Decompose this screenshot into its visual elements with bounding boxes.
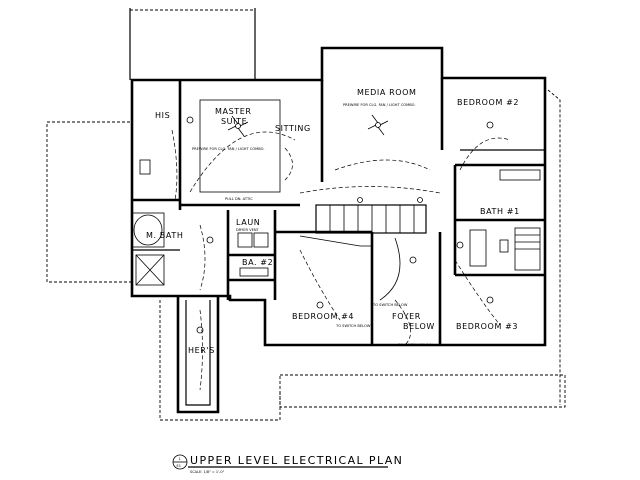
room-label-his: HIS xyxy=(155,111,170,120)
room-label-ba2: BA. #2 xyxy=(242,258,273,267)
note-dryer-vent: DRYER VENT xyxy=(236,228,260,232)
fixtures xyxy=(131,99,541,286)
hers-wing-wall xyxy=(176,296,220,414)
vanity-bath1-icon xyxy=(499,169,541,181)
sheet-number: 1 xyxy=(179,457,181,461)
wire-master-sitting xyxy=(284,147,293,181)
room-label-bedroom2: BEDROOM #2 xyxy=(457,98,519,107)
wiring-runs xyxy=(171,129,511,391)
room-label-sitting: SITTING xyxy=(275,124,311,133)
light-marker xyxy=(409,256,417,264)
vanity-ba2-icon xyxy=(239,267,269,277)
wall-laun xyxy=(226,210,277,300)
toilet-his-icon xyxy=(139,159,151,175)
wall-bath1 xyxy=(453,163,545,275)
note-switch-below-3: TO SWITCH BELOW xyxy=(372,303,408,307)
washer-icon xyxy=(237,232,253,248)
garage-roof-outline xyxy=(159,300,281,421)
room-label-bedroom3: BEDROOM #3 xyxy=(456,322,518,331)
title-block: 1 E1 UPPER LEVEL ELECTRICAL PLAN SCALE: … xyxy=(172,454,403,474)
wire-bedroom3 xyxy=(454,259,501,326)
stair-landing-box xyxy=(129,8,256,80)
tub-surround xyxy=(131,212,165,248)
toilet-bath1-icon xyxy=(499,239,509,253)
stair-rail xyxy=(299,235,372,247)
wire-hers xyxy=(199,309,203,391)
light-marker xyxy=(206,236,214,244)
bathtub-icon xyxy=(133,214,163,246)
exterior-walls xyxy=(129,8,547,414)
light-marker xyxy=(456,241,464,249)
wire-laun xyxy=(199,224,206,291)
note-attic: PULL DN. ATTIC xyxy=(225,197,253,201)
roof-outline-top xyxy=(129,9,256,81)
wire-bedroom2 xyxy=(459,137,511,171)
plan-notes: PREWIRE FOR CLG. FAN / LIGHT COMBO. PREW… xyxy=(192,103,433,347)
light-marker xyxy=(316,301,324,309)
sheet-id: E1 xyxy=(177,464,181,468)
light-marker xyxy=(486,296,494,304)
ceiling-fan-master-icon xyxy=(227,115,249,137)
note-switch-below-2: TO SWITCH BELOW xyxy=(397,343,433,347)
room-label-bath1: BATH #1 xyxy=(480,207,520,216)
shower-x xyxy=(135,254,165,286)
note-master-prewire: PREWIRE FOR CLG. FAN / LIGHT COMBO. xyxy=(192,147,265,151)
room-label-bedroom4: BEDROOM #4 xyxy=(292,312,354,321)
tub-bath1-icon xyxy=(469,229,487,267)
light-marker xyxy=(186,116,194,124)
wire-bedroom4 xyxy=(299,249,341,321)
scale-note: SCALE: 1/8" = 1'-0" xyxy=(190,470,225,474)
room-label-media: MEDIA ROOM xyxy=(357,88,417,97)
stair-run xyxy=(315,204,427,234)
light-marker xyxy=(417,197,423,203)
stairs xyxy=(299,204,427,301)
roof-outline-bottom xyxy=(279,374,566,408)
room-label-foyer: FOYER xyxy=(392,312,421,321)
room-label-mbath: M. BATH xyxy=(146,231,183,240)
fixture-markers xyxy=(186,116,494,334)
light-marker xyxy=(196,326,204,334)
room-labels: MEDIA ROOM BEDROOM #2 MASTER SUITE SITTI… xyxy=(146,88,520,355)
light-marker xyxy=(357,197,363,203)
wire-his-mbath xyxy=(171,129,178,201)
shower-icon xyxy=(135,254,165,286)
roof-outline-right xyxy=(547,89,561,405)
dryer-icon xyxy=(253,232,269,248)
light-marker xyxy=(486,121,494,129)
ceiling-fan-media-icon xyxy=(367,114,389,136)
plan-title: UPPER LEVEL ELECTRICAL PLAN xyxy=(190,454,403,467)
wire-master xyxy=(189,131,296,193)
room-label-master: MASTER xyxy=(215,107,252,116)
room-label-below: BELOW xyxy=(403,322,435,331)
stair-curve xyxy=(379,237,401,301)
room-label-suite: SUITE xyxy=(221,117,247,126)
hers-wing-inner xyxy=(185,300,211,406)
wire-hall xyxy=(299,186,441,194)
master-closet-octagon xyxy=(199,99,281,193)
room-label-laun: LAUN xyxy=(236,218,260,227)
closet-shelf-b3-lines xyxy=(515,234,540,250)
outer-wall-left xyxy=(130,46,547,347)
interior-walls xyxy=(132,78,545,345)
wire-media xyxy=(334,159,431,171)
stair-treads xyxy=(329,205,415,233)
roof-outline-left xyxy=(46,121,133,283)
note-switch-below-1: TO SWITCH BELOW xyxy=(335,324,371,328)
room-label-hers: HER'S xyxy=(188,346,215,355)
wire-foyer xyxy=(394,299,411,346)
ceiling-fans xyxy=(227,114,389,137)
note-media-prewire: PREWIRE FOR CLG. FAN / LIGHT COMBO. xyxy=(343,103,416,107)
